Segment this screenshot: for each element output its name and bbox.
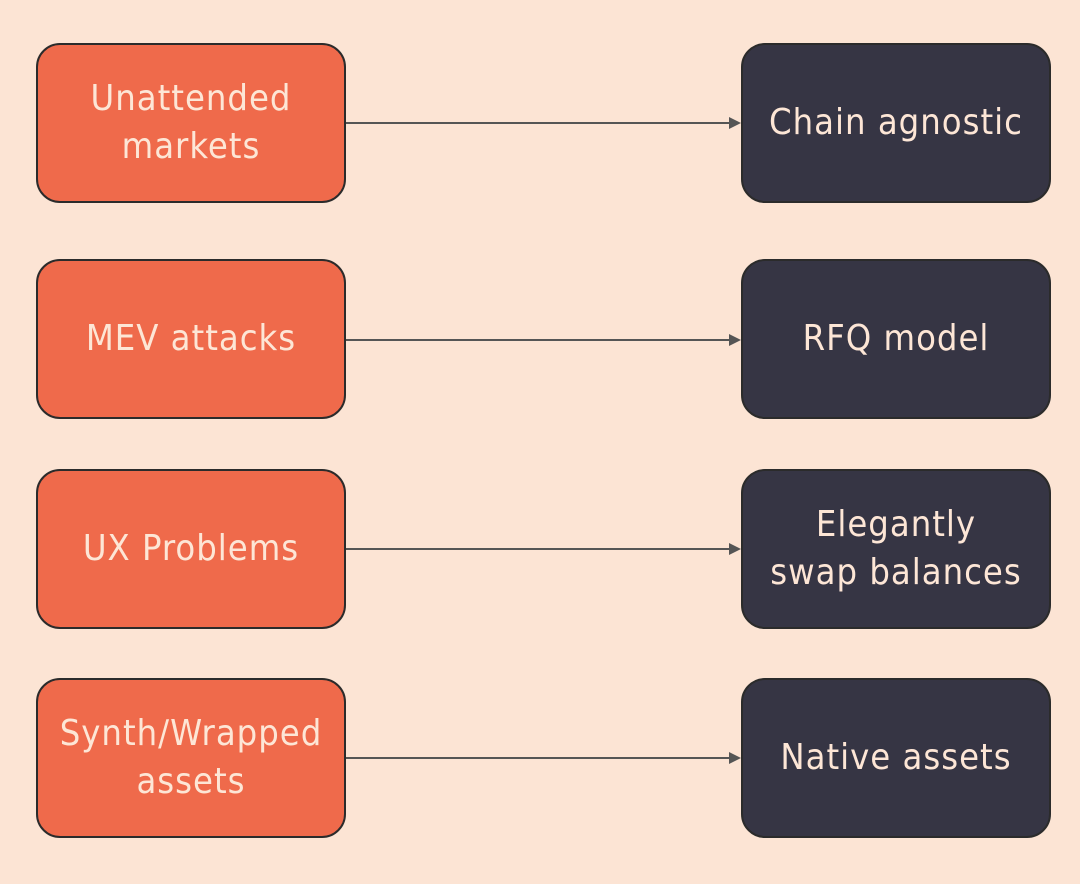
solution-node-rfq-model: RFQ model <box>741 259 1051 419</box>
problem-label: Synth/Wrapped assets <box>59 713 323 802</box>
solution-node-swap-balances: Elegantly swap balances <box>741 469 1051 629</box>
solution-label: RFQ model <box>802 318 990 359</box>
problem-node-synth-wrapped-assets: Synth/Wrapped assets <box>36 678 346 838</box>
solution-node-native-assets: Native assets <box>741 678 1051 838</box>
problem-label: Unattended markets <box>90 78 292 167</box>
problem-node-ux-problems: UX Problems <box>36 469 346 629</box>
problem-label: MEV attacks <box>85 318 297 359</box>
solution-node-chain-agnostic: Chain agnostic <box>741 43 1051 203</box>
problem-label: UX Problems <box>82 528 300 569</box>
solution-label: Chain agnostic <box>769 102 1023 143</box>
problem-node-mev-attacks: MEV attacks <box>36 259 346 419</box>
solution-label: Elegantly swap balances <box>770 504 1022 593</box>
solution-label: Native assets <box>780 737 1012 778</box>
problem-node-unattended-markets: Unattended markets <box>36 43 346 203</box>
